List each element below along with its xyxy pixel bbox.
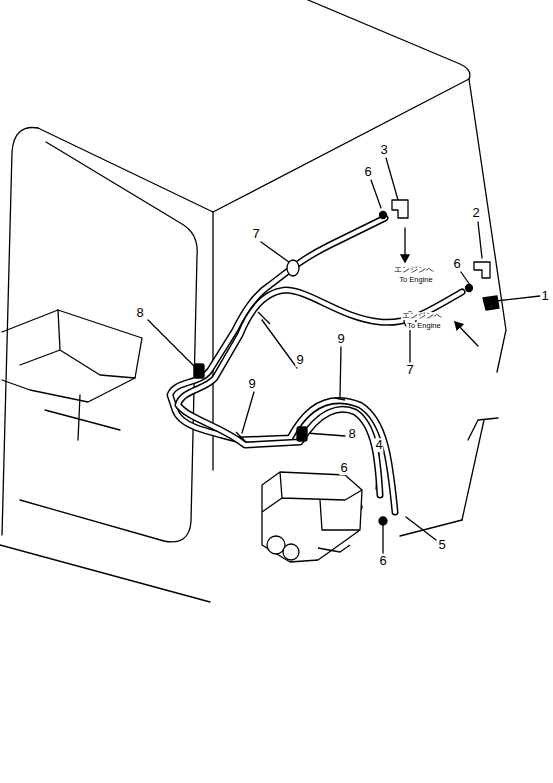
callout-number: 9 [336,332,345,346]
clamp [194,364,204,378]
arrow-line [455,322,478,346]
flow-note: To Engine [406,322,441,330]
roof-edge [38,128,213,212]
hose [170,218,395,512]
frame-outer [2,128,38,536]
cab-bottom [0,545,210,602]
elbow-fitting [474,262,490,278]
callout-number: 6 [339,461,348,475]
tank-bracket [318,545,350,552]
elbow-fitting [392,200,408,218]
flow-note: To Engine [398,276,433,284]
roof-top [308,0,470,79]
hose-clamp [379,517,387,525]
band [236,312,345,442]
hose-clamp [380,212,387,219]
callout-number: 1 [540,289,549,303]
hose-clamp [466,285,473,292]
callout-number: 8 [135,306,144,320]
clip [287,260,299,276]
side-bottom [400,520,462,536]
door-hinge [468,418,498,440]
callout-number: 6 [452,257,461,271]
callout-number: 6 [363,165,372,179]
rear-edge [469,79,506,372]
flow-note: エンジンへ [393,266,435,274]
callout-number: 7 [405,363,414,377]
callout-number: 7 [251,227,260,241]
callout-number: 4 [374,438,383,452]
clamp [297,427,307,441]
washer-tank [262,472,362,562]
pump-motor [267,536,285,554]
callout-number: 9 [247,377,256,391]
seat [20,310,135,440]
connector [483,296,499,310]
rear-edge [462,420,484,520]
pump-motor [283,544,299,560]
arrow-line [404,228,405,262]
callout-number: 9 [295,353,304,367]
seat [2,310,142,402]
callout-number: 2 [471,206,480,220]
flow-note: エンジンへ [401,312,443,320]
washer-tank [262,472,362,530]
hose [178,290,462,495]
callout-number: 6 [378,554,387,568]
hose [178,290,462,495]
callout-number: 5 [437,538,446,552]
hose [170,218,395,512]
side-top-edge [213,79,469,212]
callout-number: 3 [379,143,388,157]
callout-number: 8 [347,427,356,441]
